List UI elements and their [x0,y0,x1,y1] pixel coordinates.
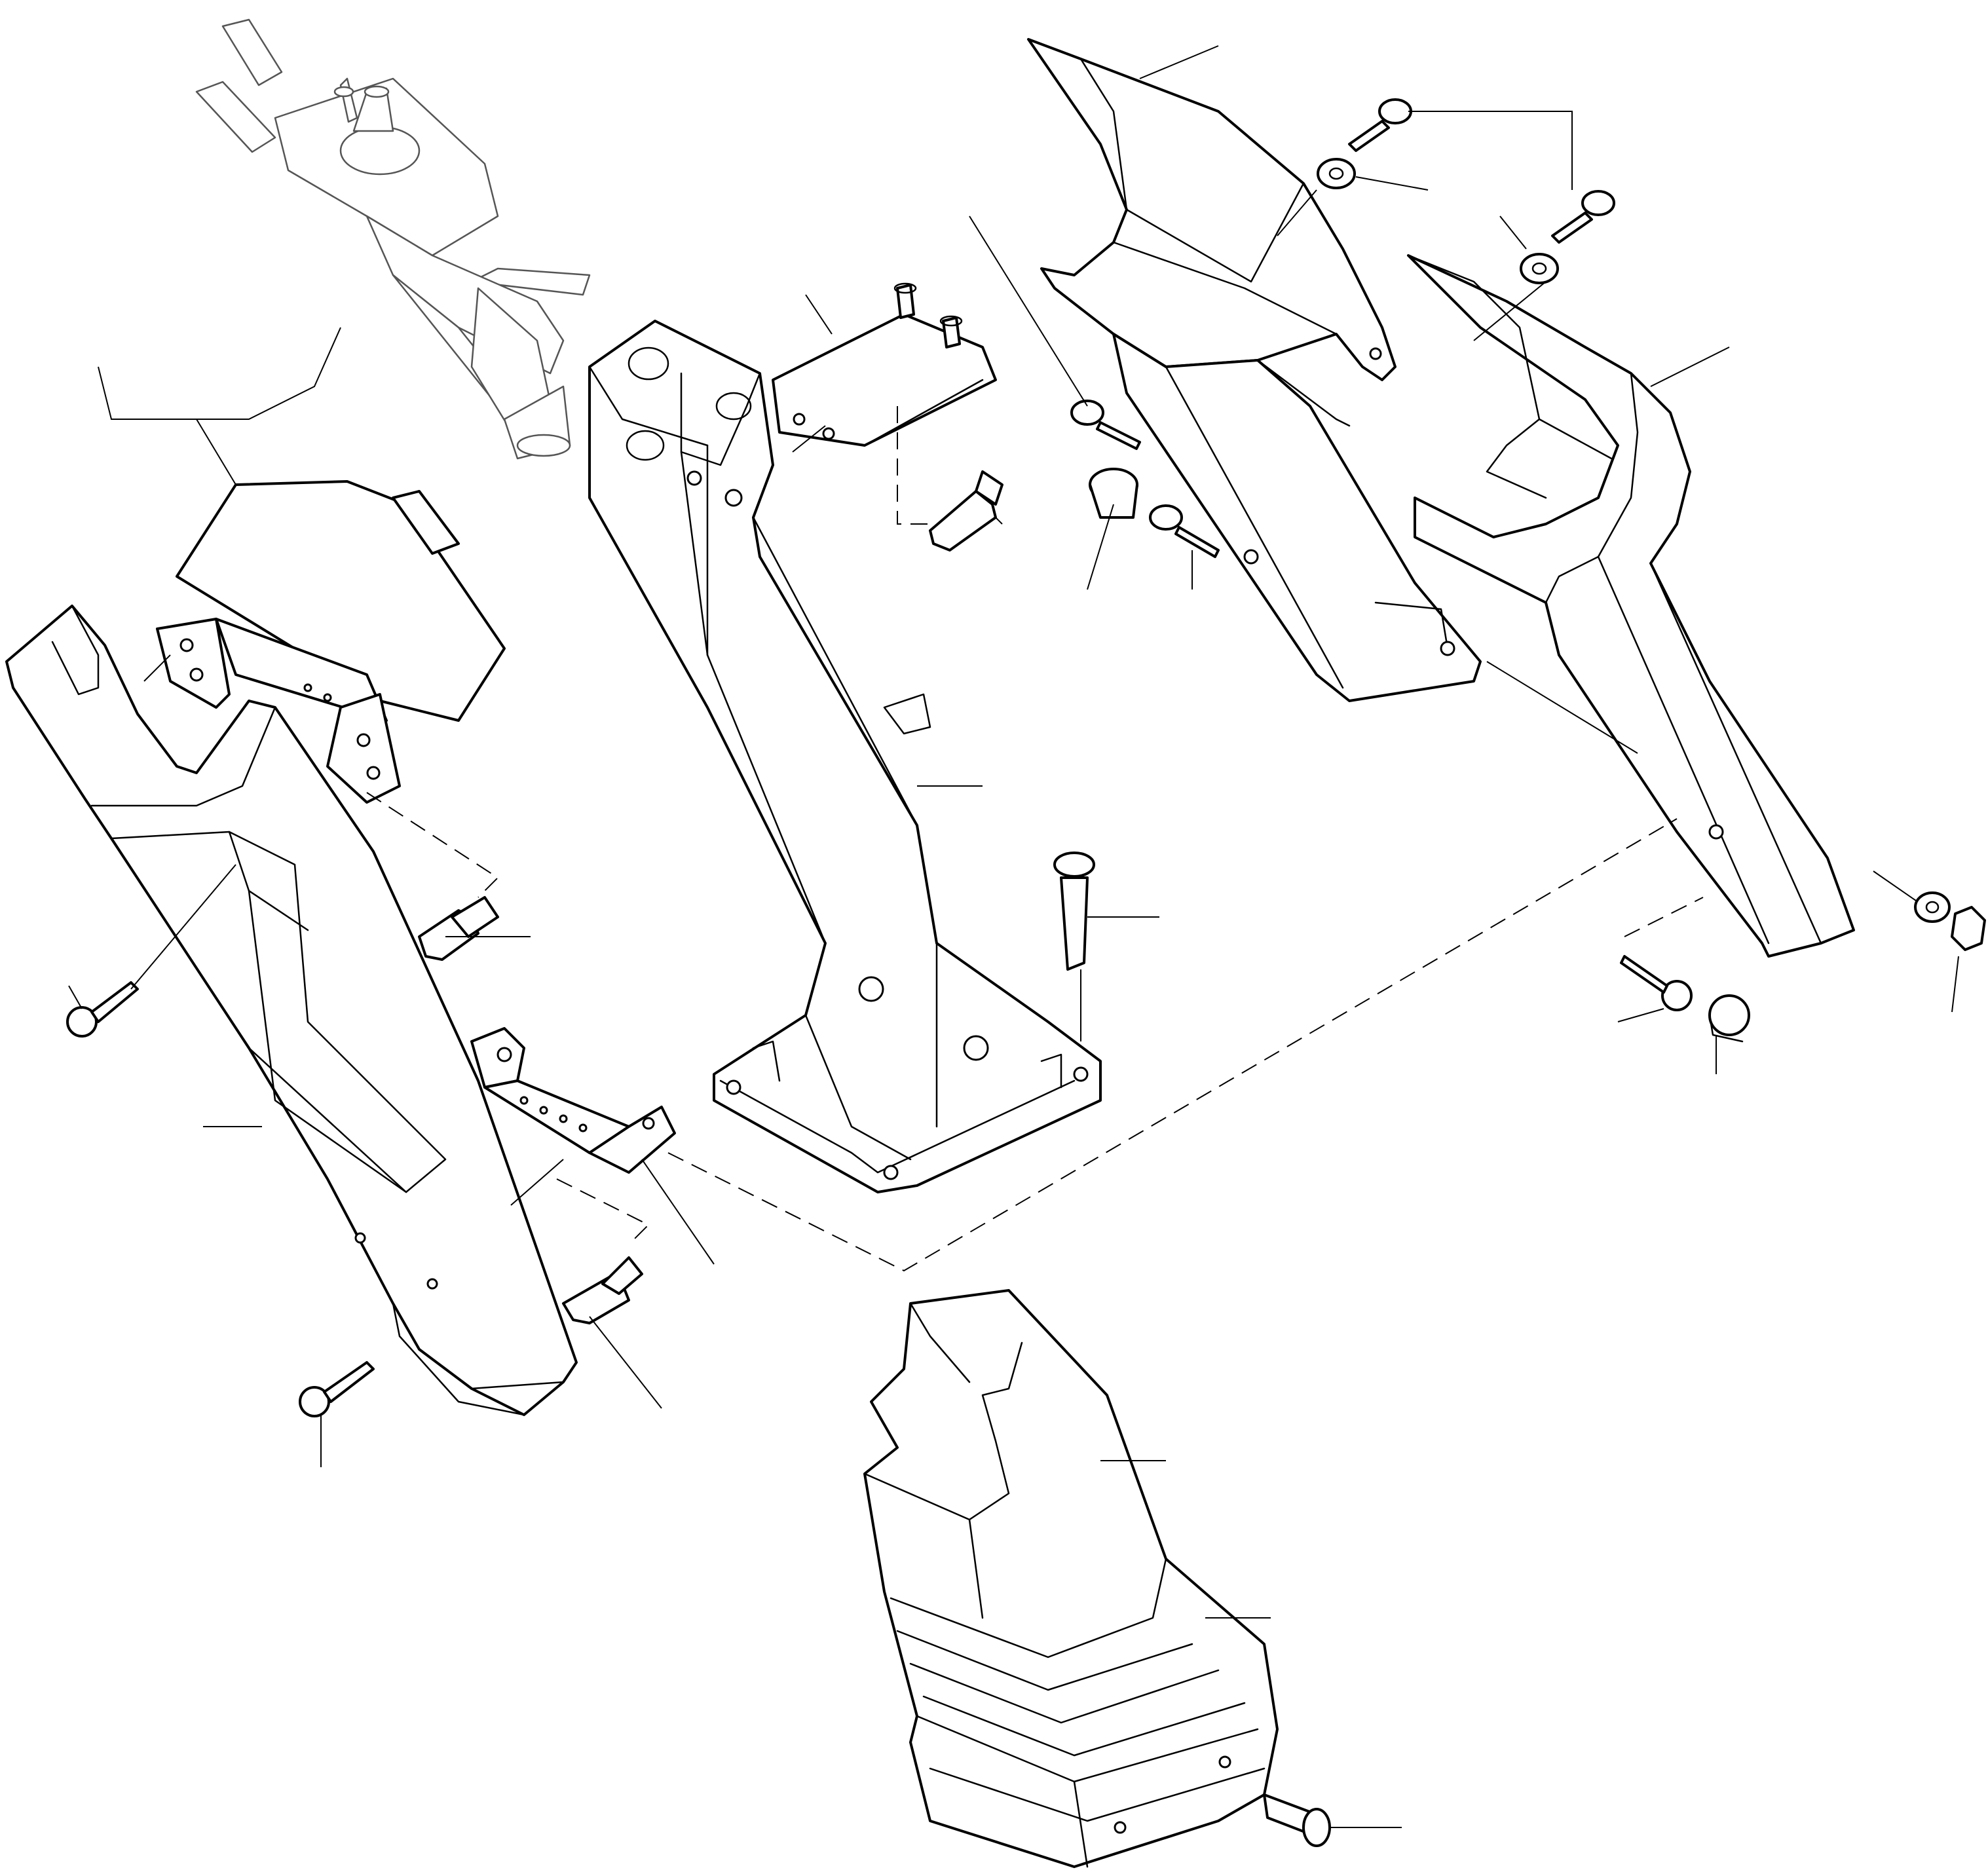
plug-cap [1708,994,1750,1043]
left-cover-housing [5,605,578,1416]
support-column [588,320,1102,1193]
flange-bolt-top-bracket [929,470,1003,552]
tapping-screw-center-a [1070,400,1141,450]
washer-upper-b [1520,253,1559,284]
upper-left-bracket [156,618,401,804]
flange-bolt-vertical [1053,852,1095,971]
bellows-boot [863,1289,1279,1868]
flange-bolt-bellows [1263,1793,1331,1847]
tapping-screw-center-b [1149,504,1220,558]
washer-upper-a [1317,158,1356,189]
top-mounting-bracket [772,282,997,447]
upper-right-cover [1027,38,1482,702]
washer-right [1914,891,1951,923]
flange-bolt-lower-left [562,1256,643,1324]
tapping-screw-left-lower [299,1361,375,1417]
tapping-screw-right [1620,955,1693,1011]
lower-left-bracket [470,1027,676,1174]
assembly-dashed-lines [366,406,1704,1272]
leader-lines [68,45,1959,1828]
nut [1951,906,1986,951]
control-valve-joystick [195,18,591,460]
flange-bolts [418,470,1331,1847]
tapping-screws [66,98,1693,1417]
tapping-screw-upper-right-a [1348,98,1412,152]
right-cover-housing [1407,254,1855,958]
flange-bolt-upper-left [418,896,499,961]
tapping-screw-left-upper [66,981,139,1038]
upper-left-shield [176,480,506,722]
washers [1317,158,1951,923]
bushing [1089,468,1138,519]
tapping-screw-upper-right-b [1551,190,1615,244]
